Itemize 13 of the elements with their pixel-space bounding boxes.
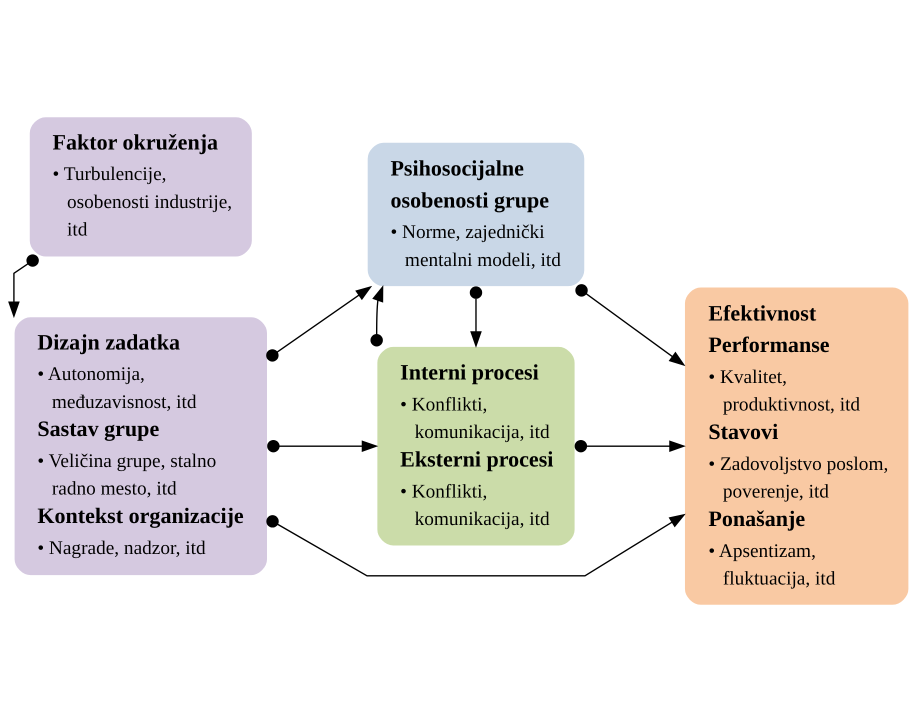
node-box: Interni procesi • Konflikti, komunikacija, itd Eksterni procesi • Konflikti, komunikacija, itd bbox=[376, 344, 576, 546]
arrow bbox=[370, 284, 384, 346]
node-box: Efektivnost Performanse • Kvalitet, produktivnost, itd Stavovi • Zadovoljstvo poslom, poverenje, itd Ponašanje • Apsentizam, fluktuacija, itd bbox=[684, 286, 910, 606]
arrow bbox=[574, 439, 686, 452]
node-box: Faktor okruženja • Turbulencije, osobenosti industrije, itd bbox=[28, 115, 254, 258]
node-box: Dizajn zadatka • Autonomija, međuzavisnost, itd Sastav grupe • Veličina grupe, stalno radno mesto, itd Kontekst organizacije • Nagrade, nadzor, itd bbox=[13, 315, 268, 576]
arrow bbox=[470, 286, 482, 348]
arrow bbox=[575, 284, 686, 366]
arrow bbox=[266, 513, 686, 576]
arrow bbox=[266, 285, 372, 362]
node-box: Psihosocijalne osobenosti grupe • Norme, zajednički mentalni modeli, itd bbox=[366, 140, 586, 288]
arrow bbox=[267, 439, 378, 452]
arrow bbox=[8, 254, 39, 318]
